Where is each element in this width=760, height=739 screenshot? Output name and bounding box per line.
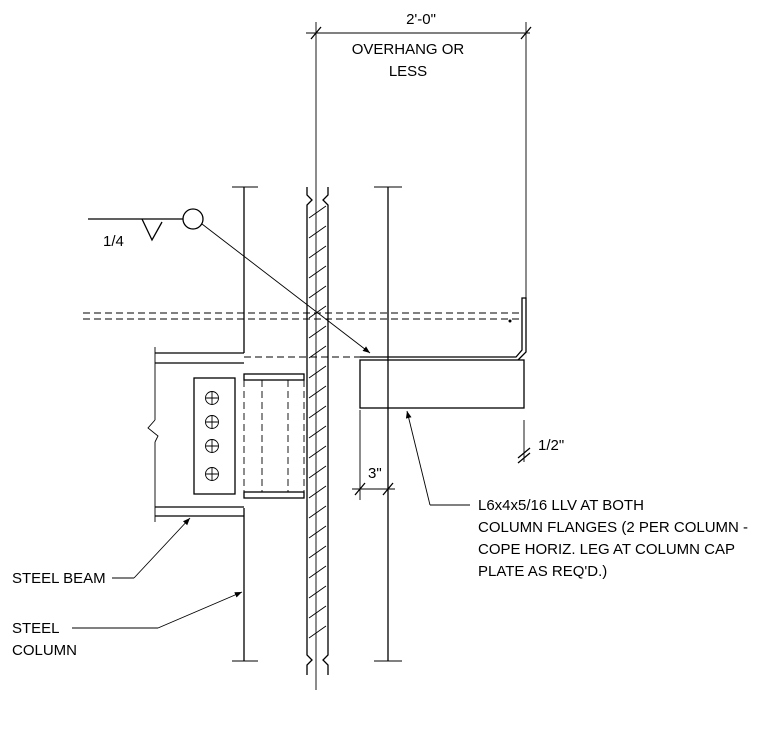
overhang-dimension: 2'-0" OVERHANG OR LESS bbox=[306, 11, 532, 300]
offset-dimension: 1/2" bbox=[517, 420, 564, 464]
bolt-2 bbox=[205, 415, 219, 429]
beam-top-dashed bbox=[83, 312, 522, 358]
steel-beam-callout: STEEL BEAM bbox=[12, 517, 191, 587]
overhang-note-line1: OVERHANG OR bbox=[352, 41, 465, 58]
angle-note-line1: L6x4x5/16 LLV AT BOTH bbox=[478, 497, 644, 514]
angle-note-line3: COPE HORIZ. LEG AT COLUMN CAP bbox=[478, 541, 735, 558]
bolt-3 bbox=[205, 439, 219, 453]
weld-symbol: 1/4 bbox=[88, 208, 371, 354]
angle-note-line2: COLUMN FLANGES (2 PER COLUMN - bbox=[478, 519, 748, 536]
steel-beam bbox=[147, 347, 244, 522]
angle-note: L6x4x5/16 LLV AT BOTH COLUMN FLANGES (2 … bbox=[405, 410, 748, 580]
steel-column-label-line1: STEEL bbox=[12, 620, 60, 637]
steel-column bbox=[232, 175, 402, 690]
angle-bracket bbox=[359, 297, 527, 409]
offset-dimension-value: 1/2" bbox=[538, 437, 564, 454]
overhang-note-line2: LESS bbox=[389, 63, 427, 80]
weld-size: 1/4 bbox=[103, 233, 124, 250]
angle-note-line4: PLATE AS REQ'D.) bbox=[478, 563, 607, 580]
gap-dimension-value: 3" bbox=[368, 465, 382, 482]
gap-dimension: 3" bbox=[352, 410, 395, 500]
bolt-4 bbox=[205, 467, 219, 481]
beam-through-column bbox=[243, 373, 305, 499]
overhang-dimension-value: 2'-0" bbox=[406, 11, 436, 28]
steel-beam-label: STEEL BEAM bbox=[12, 570, 106, 587]
bolt-1 bbox=[205, 391, 219, 405]
steel-column-label-line2: COLUMN bbox=[12, 642, 77, 659]
steel-column-callout: STEEL COLUMN bbox=[12, 591, 243, 659]
